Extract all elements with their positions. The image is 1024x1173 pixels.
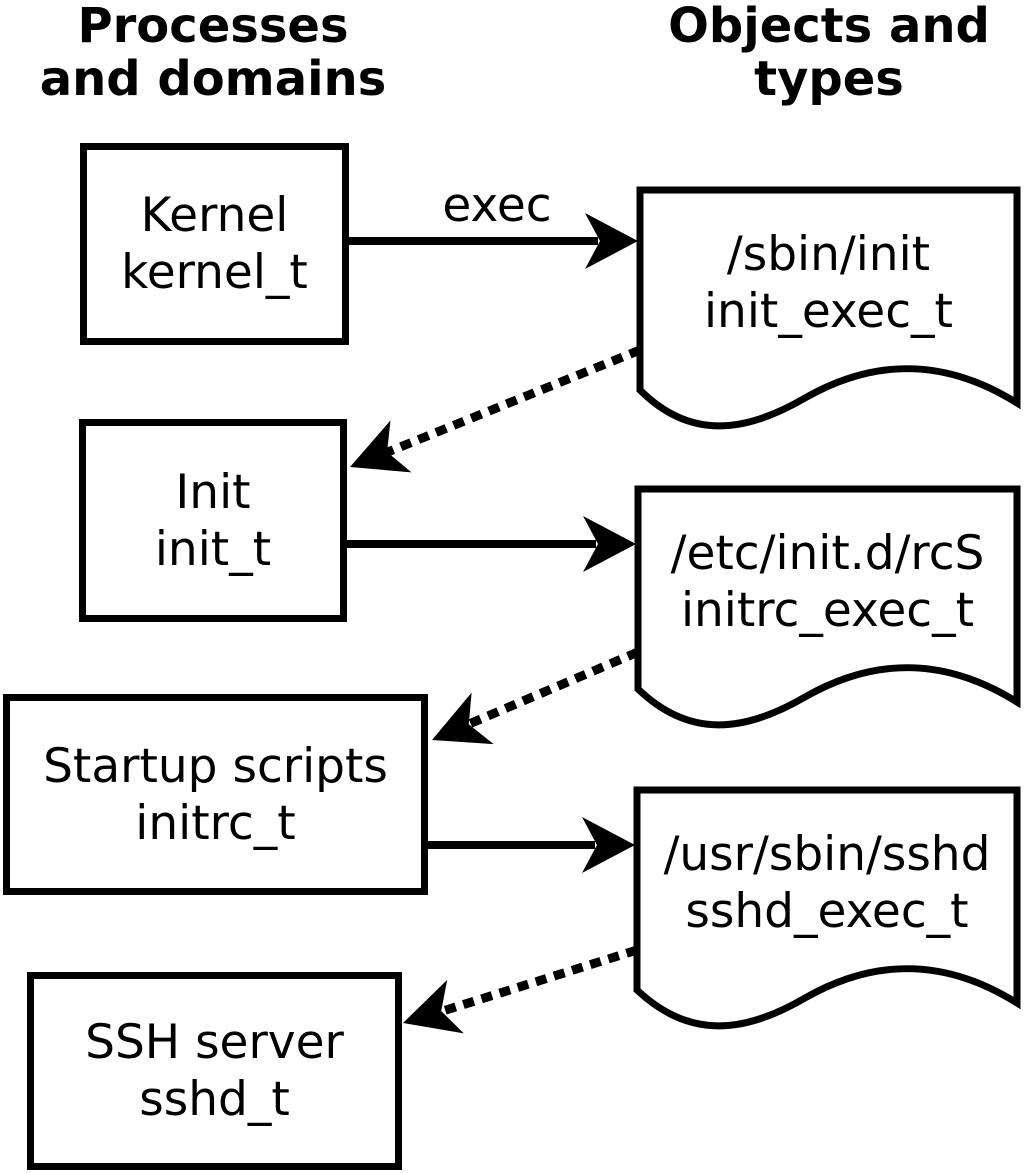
document-shape-init-exec bbox=[636, 186, 1021, 430]
process-box-init bbox=[79, 419, 347, 622]
transition-arrow-initrc-exec-to-initrc bbox=[432, 647, 640, 745]
process-box-ssh-server bbox=[27, 972, 402, 1170]
transition-arrow-sshd-exec-to-sshd bbox=[403, 945, 639, 1034]
exec-arrow-initrc-to-sshd-exec bbox=[425, 817, 635, 873]
process-box-kernel bbox=[80, 143, 349, 345]
exec-arrow-kernel-to-init-exec bbox=[349, 213, 638, 269]
transition-arrow-init-exec-to-init bbox=[350, 345, 642, 473]
process-box-startup-scripts bbox=[3, 694, 428, 895]
document-shape-initrc-exec bbox=[634, 485, 1021, 729]
exec-arrow-init-to-initrc-exec bbox=[347, 516, 636, 572]
document-shape-sshd-exec bbox=[633, 786, 1021, 1030]
